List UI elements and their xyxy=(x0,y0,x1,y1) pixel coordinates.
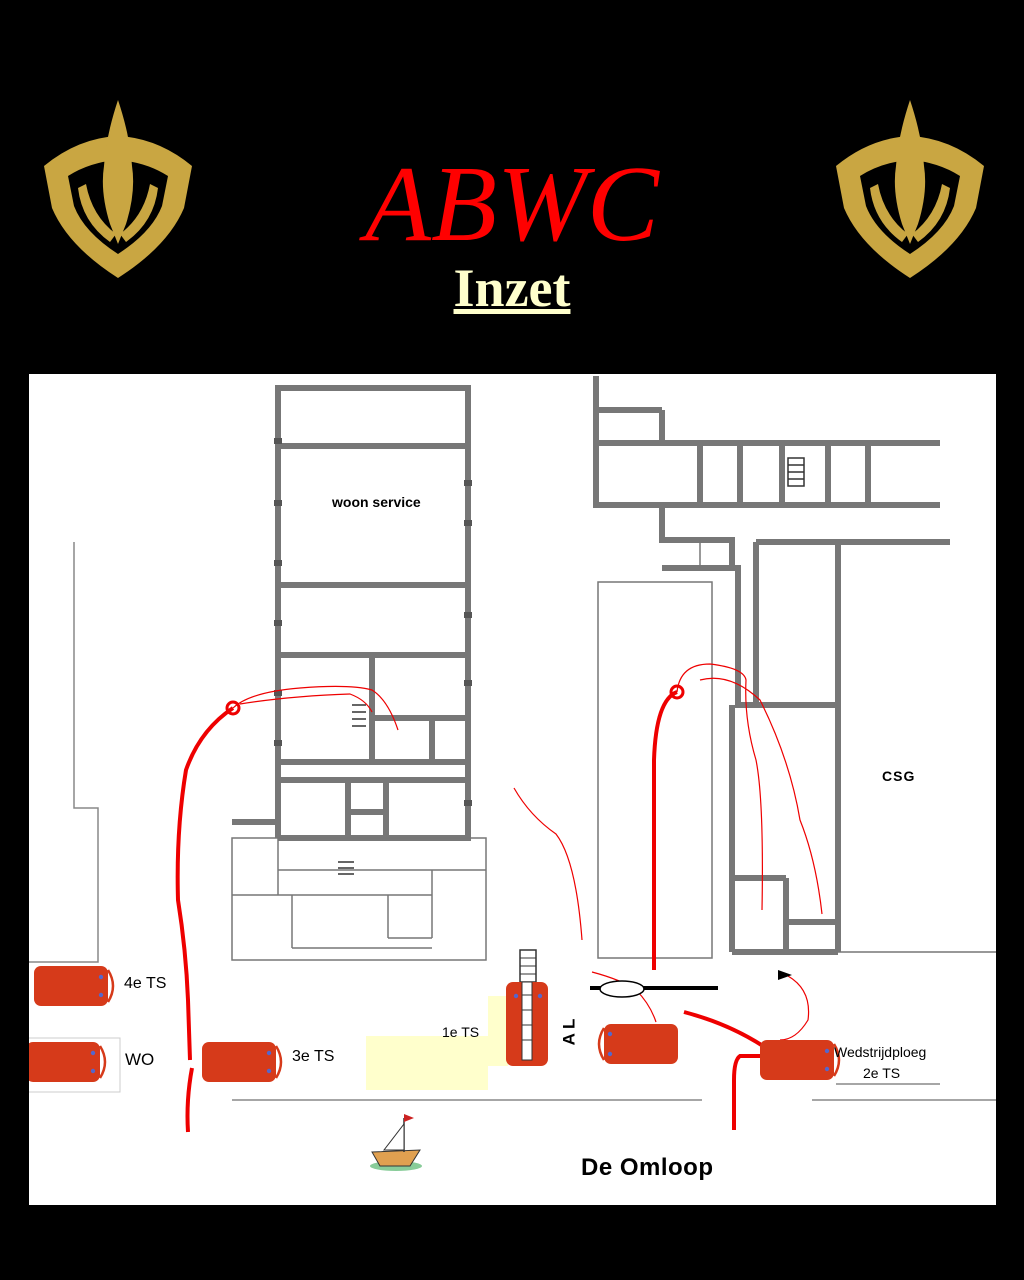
street-label: De Omloop xyxy=(581,1154,714,1181)
vehicle-1e-ts xyxy=(597,1024,678,1064)
hydrant-left xyxy=(225,700,241,716)
wall-ticks xyxy=(274,438,472,806)
left-boundary xyxy=(29,542,99,963)
woonservice-annex xyxy=(231,837,487,961)
vehicle-wedstrijdploeg-label: Wedstrijdploeg xyxy=(834,1044,927,1060)
hydrant-right xyxy=(669,684,685,700)
vehicle-al xyxy=(506,949,548,1066)
page-subtitle: Inzet xyxy=(453,258,571,318)
direction-arrow xyxy=(778,970,792,980)
barrier xyxy=(590,980,718,998)
vehicle-3e-ts xyxy=(200,1040,283,1084)
street-edges xyxy=(232,1083,996,1101)
brandweer-logo-icon xyxy=(836,100,984,278)
site-map: woon service CSG 4e TS WO 3e TS 1e TS A … xyxy=(29,374,996,1205)
csg-label: CSG xyxy=(882,768,916,784)
vehicle-wo xyxy=(29,1040,107,1084)
vehicle-4e-ts-label: 4e TS xyxy=(124,975,167,992)
woonservice-label: woon service xyxy=(332,494,421,510)
vehicle-al-label: A L xyxy=(559,1018,579,1046)
site-map-drawing xyxy=(29,376,996,1171)
staging-area-2 xyxy=(488,996,508,1066)
vehicle-wedstrijdploeg xyxy=(758,1038,841,1082)
vehicle-2e-ts-label: 2e TS xyxy=(863,1065,901,1081)
vehicle-1e-ts-label: 1e TS xyxy=(442,1024,480,1040)
csg-outlines xyxy=(597,540,996,959)
page-title: ABWC xyxy=(365,145,659,264)
brandweer-logo-icon xyxy=(44,100,192,278)
vehicle-3e-ts-label: 3e TS xyxy=(292,1048,335,1065)
woonservice-stairs xyxy=(338,704,366,875)
staging-area xyxy=(366,1036,488,1090)
woonservice-building xyxy=(232,385,471,841)
boat-icon xyxy=(370,1114,422,1171)
vehicle-wo-label: WO xyxy=(125,1050,155,1069)
vehicle-4e-ts xyxy=(32,964,115,1008)
csg-building xyxy=(593,376,950,955)
csg-stairs xyxy=(787,457,805,487)
